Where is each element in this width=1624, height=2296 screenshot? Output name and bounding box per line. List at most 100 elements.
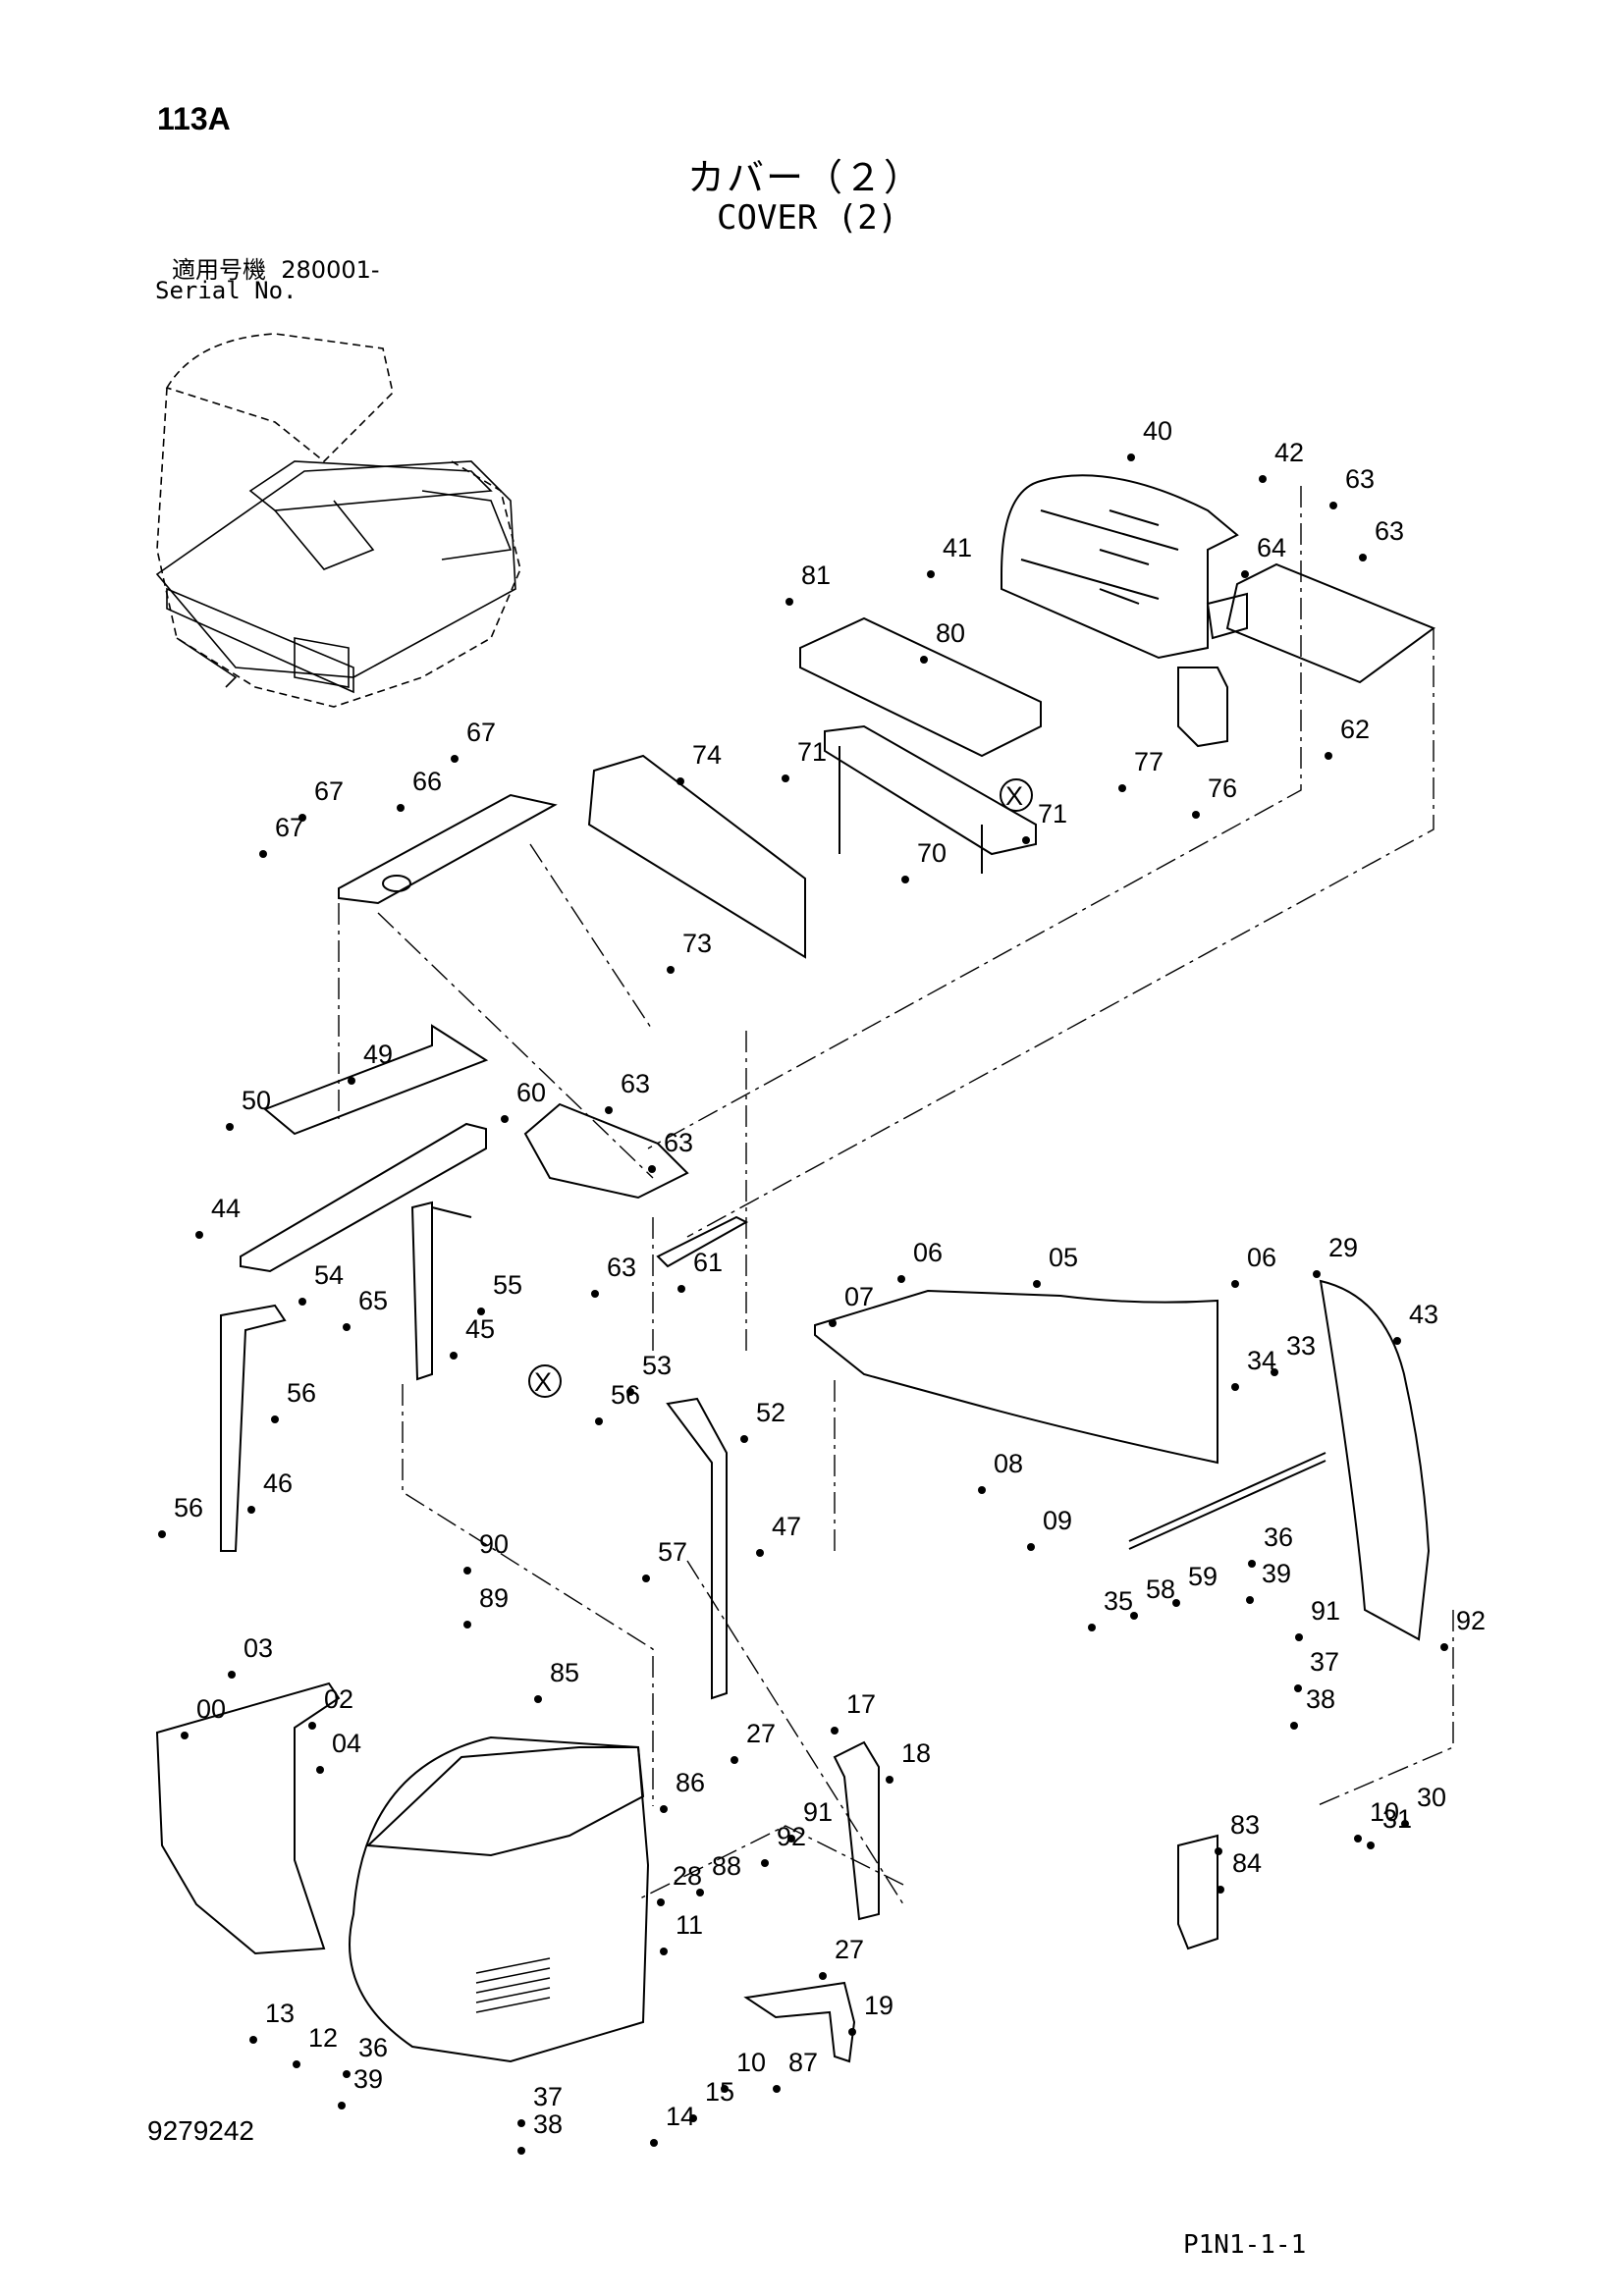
fastener-dot	[298, 814, 306, 822]
part-callout: 63	[621, 1069, 650, 1098]
part-callout: 86	[676, 1768, 705, 1797]
fastener-dot	[927, 570, 935, 578]
part-callout: 28	[673, 1861, 702, 1891]
part-callout: 38	[1306, 1684, 1335, 1714]
part-86-cover	[365, 1746, 645, 1857]
part-callout: 49	[363, 1040, 393, 1069]
fastener-dot	[787, 1835, 795, 1842]
part-callout: 06	[913, 1238, 943, 1267]
fastener-dot	[978, 1486, 986, 1494]
serial-label-en: Serial No.	[155, 277, 298, 304]
view-marker-x-upper: X	[1000, 778, 1033, 812]
fastener-dot	[761, 1859, 769, 1867]
part-callout: 41	[943, 533, 972, 562]
part-49-plate	[263, 1024, 489, 1136]
part-callout: 12	[308, 2023, 338, 2053]
fastener-dot	[1295, 1633, 1303, 1641]
part-callout: 91	[1311, 1596, 1340, 1626]
fastener-dot	[1241, 570, 1249, 578]
part-callout: 71	[1038, 799, 1067, 828]
part-callout: 34	[1247, 1346, 1276, 1375]
part-callout: 07	[844, 1282, 874, 1311]
fastener-dot	[1313, 1270, 1321, 1278]
fastener-dot	[1271, 1368, 1278, 1376]
fastener-dot	[397, 804, 405, 812]
fastener-dot	[1088, 1624, 1096, 1631]
fastener-dot	[1393, 1337, 1401, 1345]
fastener-dot	[677, 777, 684, 785]
part-callout: 71	[797, 737, 827, 767]
fastener-dot	[920, 656, 928, 664]
part-47-leg	[666, 1397, 728, 1700]
assembly-lines	[338, 486, 1454, 1905]
part-callout: 89	[479, 1583, 509, 1613]
part-62-plate	[1225, 562, 1436, 684]
fastener-dot	[338, 2102, 346, 2109]
fastener-dot	[1248, 1560, 1256, 1568]
fastener-dot	[477, 1308, 485, 1315]
part-callout: 62	[1340, 715, 1370, 744]
part-callout: 80	[936, 618, 965, 648]
part-callout: 13	[265, 1999, 295, 2028]
machine-overview-thumbnail	[155, 333, 521, 708]
fastener-dot	[696, 1889, 704, 1896]
part-callout: 90	[479, 1529, 509, 1559]
part-callout: 63	[1345, 464, 1375, 494]
fastener-dot	[1130, 1612, 1138, 1620]
fastener-dot	[463, 1567, 471, 1575]
part-callout: 39	[1262, 1559, 1291, 1588]
part-callout: 03	[244, 1633, 273, 1663]
fastener-dot	[897, 1275, 905, 1283]
fastener-dot	[660, 1805, 668, 1813]
fastener-dot	[181, 1732, 189, 1739]
part-callout: 46	[263, 1468, 293, 1498]
fastener-dot	[534, 1695, 542, 1703]
fastener-dot	[1259, 475, 1267, 483]
part-callout: 56	[174, 1493, 203, 1522]
page-id: P1N1-1-1	[1183, 2230, 1307, 2260]
fastener-dot	[689, 2114, 697, 2122]
fastener-dot	[451, 755, 459, 763]
fastener-dot	[1329, 502, 1337, 509]
fastener-dot	[1231, 1280, 1239, 1288]
part-callout: 08	[994, 1449, 1023, 1478]
part-callout: 47	[772, 1512, 801, 1541]
part-callout: 17	[846, 1689, 876, 1719]
part-callout: 33	[1286, 1331, 1316, 1361]
fastener-dot	[1294, 1684, 1302, 1692]
part-callout: 63	[1375, 516, 1404, 546]
fastener-dot	[605, 1106, 613, 1114]
part-callout: 38	[533, 2109, 563, 2139]
part-29-door	[1319, 1279, 1431, 1641]
fastener-dot	[886, 1776, 893, 1784]
fastener-dot	[1033, 1280, 1041, 1288]
part-callout: 10	[1370, 1797, 1399, 1827]
fastener-dot	[247, 1506, 255, 1514]
fastener-dot	[740, 1435, 748, 1443]
fastener-dot	[660, 1948, 668, 1955]
view-marker-label: X	[1005, 781, 1023, 811]
part-callout: 36	[358, 2033, 388, 2062]
fastener-dot	[1325, 752, 1332, 760]
fastener-dot	[1215, 1847, 1222, 1855]
part-callout: 91	[803, 1797, 833, 1827]
part-callout: 30	[1417, 1783, 1446, 1812]
part-callout: 92	[777, 1822, 806, 1851]
part-45-bracket	[410, 1201, 472, 1381]
fastener-dot	[249, 2036, 257, 2044]
fastener-dot	[1440, 1643, 1448, 1651]
part-callout: 43	[1409, 1300, 1438, 1329]
part-callout: 42	[1274, 438, 1304, 467]
part-callout: 45	[465, 1314, 495, 1344]
part-callout: 04	[332, 1729, 361, 1758]
part-callout: 59	[1188, 1562, 1218, 1591]
fastener-dot	[1022, 836, 1030, 844]
fastener-dot	[1367, 1842, 1375, 1849]
serial-value: 280001-	[281, 256, 380, 284]
part-callout: 73	[682, 929, 712, 958]
part-callout: 77	[1134, 747, 1164, 776]
fastener-dot	[642, 1575, 650, 1582]
fastener-dot	[677, 1285, 685, 1293]
